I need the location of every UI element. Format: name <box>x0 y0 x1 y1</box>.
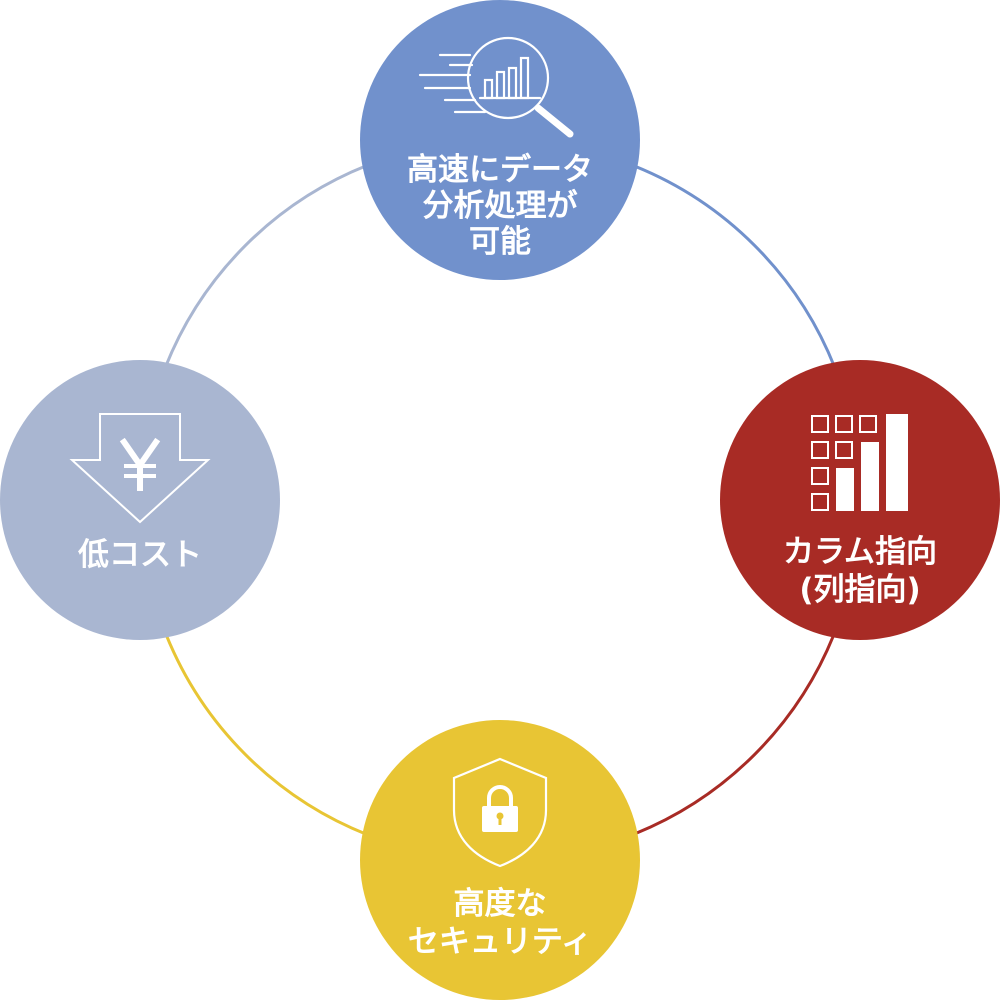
node-left-label-line-1: 低コスト <box>77 537 202 573</box>
node-top-label-line-1: 高速にデータ <box>407 152 593 188</box>
node-top: 高速にデータ 分析処理が 可能 <box>360 0 640 280</box>
node-bottom: 高度な セキュリティ <box>360 720 640 1000</box>
node-right-label-line-1: カラム指向 <box>783 534 937 570</box>
magnifier-chart-icon <box>418 36 574 138</box>
yen-down-arrow-icon <box>69 413 211 524</box>
shield-lock-icon <box>452 757 548 868</box>
node-right: カラム指向 (列指向) <box>720 360 1000 640</box>
node-top-label-line-3: 可能 <box>469 224 531 260</box>
node-left-circle <box>0 360 280 640</box>
node-bottom-label-line-2: セキュリティ <box>408 924 592 960</box>
node-left: 低コスト <box>0 360 280 640</box>
node-bottom-label-line-1: 高度な <box>454 886 547 922</box>
node-right-label-line-2: (列指向) <box>799 572 920 608</box>
node-bottom-circle <box>360 720 640 1000</box>
node-top-circle <box>360 0 640 280</box>
node-right-circle <box>720 360 1000 640</box>
column-chart-icon <box>811 414 908 511</box>
node-top-label-line-2: 分析処理が <box>423 188 578 224</box>
